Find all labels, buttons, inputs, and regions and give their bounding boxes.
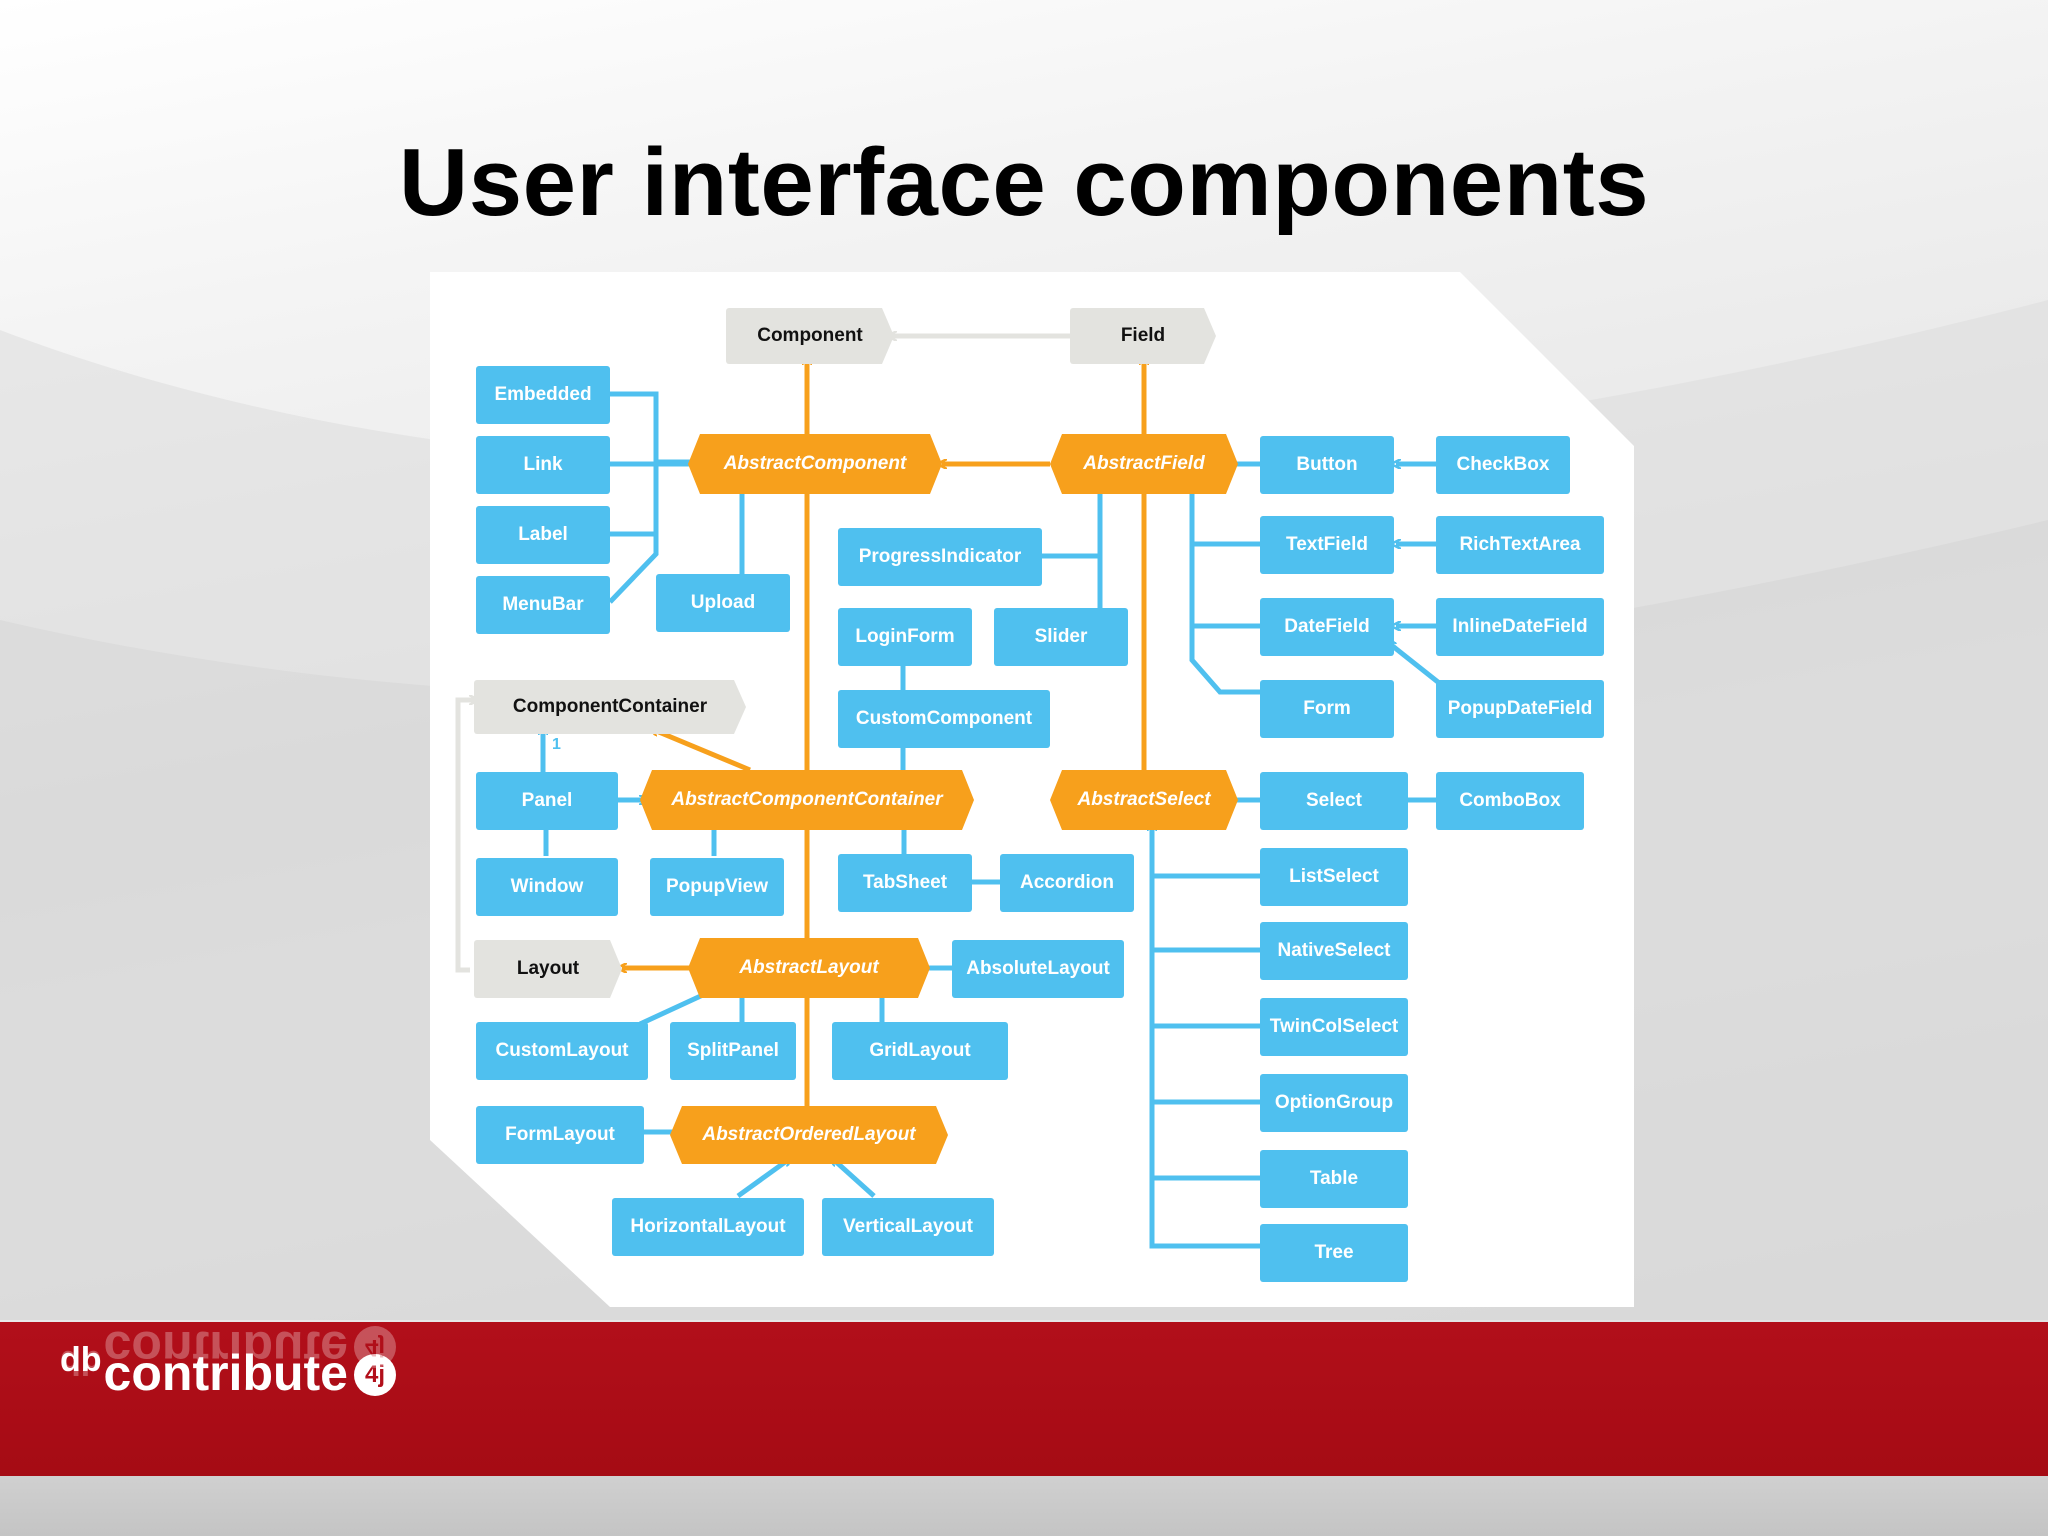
vertical-layout-node: VerticalLayout [822,1198,994,1256]
footer-band [0,1322,2048,1476]
brand-badge-reflection: 4j [353,1326,396,1368]
login-form-node: LoginForm [838,608,972,666]
upload-node: Upload [656,574,790,632]
form-layout-node: FormLayout [476,1106,644,1164]
abstract-select-node: AbstractSelect [1050,770,1238,830]
textfield-node: TextField [1260,516,1394,574]
brand-prefix: db [60,1341,102,1379]
abstract-component-container-node: AbstractComponentContainer [640,770,974,830]
checkbox-node: CheckBox [1436,436,1570,494]
twincolselect-node: TwinColSelect [1260,998,1408,1056]
inline-datefield-node: InlineDateField [1436,598,1604,656]
grid-layout-node: GridLayout [832,1022,1008,1080]
abstract-layout-node: AbstractLayout [688,938,930,998]
class-hierarchy-diagram: Component Field ComponentContainer Layou… [430,272,1634,1307]
horizontal-layout-node: HorizontalLayout [612,1198,804,1256]
brand-name-reflection: contribute [103,1321,348,1377]
button-node: Button [1260,436,1394,494]
component-container-node: ComponentContainer [474,680,746,734]
window-node: Window [476,858,618,916]
nativeselect-node: NativeSelect [1260,922,1408,980]
popup-datefield-node: PopupDateField [1436,680,1604,738]
brand-logo-reflection: db contribute 4j [60,1321,396,1394]
abstract-component-node: AbstractComponent [688,434,942,494]
select-node: Select [1260,772,1408,830]
progress-indicator-node: ProgressIndicator [838,528,1042,586]
footer-strip [0,1476,2048,1536]
absolute-layout-node: AbsoluteLayout [952,940,1124,998]
custom-component-node: CustomComponent [838,690,1050,748]
abstract-ordered-layout-node: AbstractOrderedLayout [670,1106,948,1164]
embedded-node: Embedded [476,366,610,424]
listselect-node: ListSelect [1260,848,1408,906]
brand-badge: 4j [353,1354,396,1396]
component-node: Component [726,308,894,364]
layout-node: Layout [474,940,622,998]
slide-title: User interface components [398,129,1650,236]
link-node: Link [476,436,610,494]
datefield-node: DateField [1260,598,1394,656]
table-node: Table [1260,1150,1408,1208]
optiongroup-node: OptionGroup [1260,1074,1408,1132]
popupview-node: PopupView [650,858,784,916]
slider-node: Slider [994,608,1128,666]
brand-logo: db contribute 4j [60,1328,396,1398]
diagram-connectors [455,272,1450,1249]
menubar-node: MenuBar [476,576,610,634]
field-node: Field [1070,308,1216,364]
label-node: Label [476,506,610,564]
form-node: Form [1260,680,1394,738]
panel-node: Panel [476,772,618,830]
custom-layout-node: CustomLayout [476,1022,648,1080]
combobox-node: ComboBox [1436,772,1584,830]
brand-name: contribute [103,1345,348,1401]
tree-node: Tree [1260,1224,1408,1282]
richtextarea-node: RichTextArea [1436,516,1604,574]
tabsheet-node: TabSheet [838,854,972,912]
brand-prefix-reflection: db [60,1343,102,1381]
abstract-field-node: AbstractField [1050,434,1238,494]
accordion-node: Accordion [1000,854,1134,912]
split-panel-node: SplitPanel [670,1022,796,1080]
multiplicity-label: 1 [552,736,561,753]
